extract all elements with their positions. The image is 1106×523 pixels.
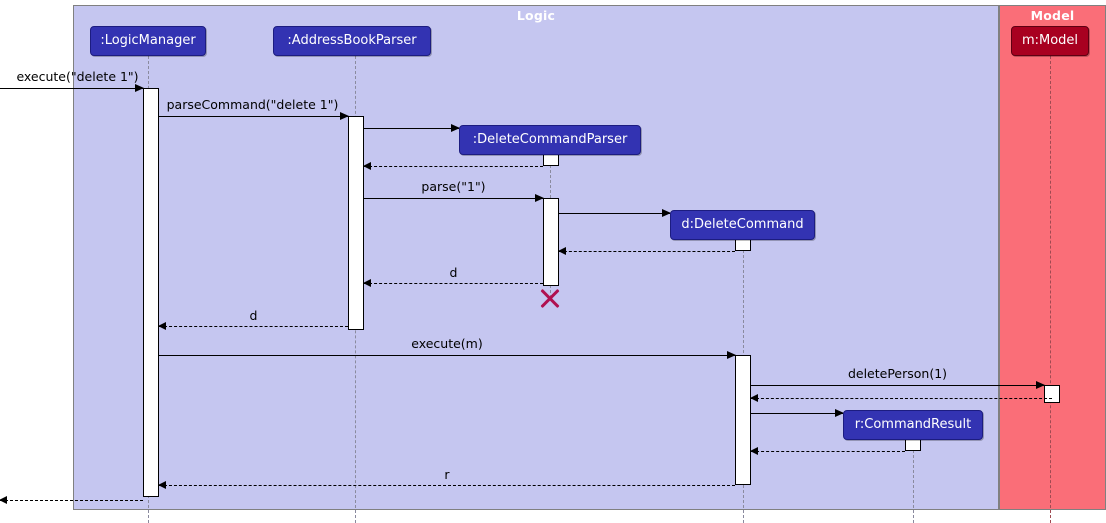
message-return-delete-command-arrowhead [558, 247, 566, 255]
participant-delete-command[interactable]: d:DeleteCommand [670, 210, 815, 240]
message-return-d-to-parser-label: d [449, 265, 458, 280]
participant-delete-command-parser[interactable]: :DeleteCommandParser [459, 125, 641, 155]
message-return-d-to-logic-manager-arrowhead [158, 322, 166, 330]
message-parse-command-arrowhead [340, 112, 349, 120]
participant-logic-manager[interactable]: :LogicManager [90, 26, 206, 56]
message-return-final-line [0, 500, 143, 501]
lifeline-model [1050, 56, 1051, 523]
message-parse-1-line [364, 198, 543, 199]
message-return-delete-command-parser-line [364, 166, 543, 167]
message-parse-command-label: parseCommand("delete 1") [166, 97, 339, 112]
message-parse-1-arrowhead [535, 194, 544, 202]
message-create-command-result-arrowhead [835, 409, 844, 417]
message-return-r-arrowhead [158, 481, 166, 489]
message-return-delete-command-line [559, 251, 735, 252]
message-execute-m-label: execute(m) [411, 336, 483, 351]
message-execute-m-line [159, 355, 735, 356]
message-execute-delete-1-line [0, 88, 143, 89]
message-execute-delete-1-label: execute("delete 1") [16, 69, 139, 84]
message-return-delete-command-parser-arrowhead [363, 162, 371, 170]
message-return-d-to-logic-manager-line [159, 326, 348, 327]
model-package: Model [999, 5, 1106, 510]
message-return-final-arrowhead [0, 496, 7, 504]
message-return-command-result-line [751, 451, 905, 452]
message-create-delete-command-parser-arrowhead [451, 124, 460, 132]
message-return-d-to-parser-line [364, 283, 543, 284]
message-return-d-to-logic-manager-label: d [249, 308, 258, 323]
message-parse-command-line [159, 116, 348, 117]
logic-package-title: Logic [516, 8, 556, 23]
message-delete-person-line [751, 385, 1044, 386]
message-parse-1-label: parse("1") [421, 179, 486, 194]
message-create-delete-command-line [559, 213, 670, 214]
message-return-delete-person-line [751, 398, 1052, 399]
message-create-delete-command-parser-line [364, 128, 459, 129]
message-return-command-result-arrowhead [750, 447, 758, 455]
message-delete-person-arrowhead [1036, 381, 1045, 389]
activation-delete-command-execute [735, 355, 751, 485]
message-create-delete-command-arrowhead [662, 209, 671, 217]
lifeline-command-result [913, 440, 914, 523]
activation-model-delete-person [1044, 385, 1060, 403]
activation-delete-command-parser-parse [543, 198, 559, 286]
message-return-r-label: r [444, 467, 450, 482]
message-create-command-result-line [751, 413, 843, 414]
message-execute-delete-1-arrowhead [135, 84, 144, 92]
activation-logic-manager [143, 88, 159, 497]
participant-command-result[interactable]: r:CommandResult [843, 410, 983, 440]
destroy-delete-command-parser [538, 286, 562, 310]
model-package-title: Model [1030, 8, 1075, 23]
message-return-d-to-parser-arrowhead [363, 279, 371, 287]
activation-address-book-parser [348, 116, 364, 330]
participant-model[interactable]: m:Model [1011, 26, 1089, 56]
message-return-delete-person-arrowhead [750, 394, 758, 402]
message-return-r-line [159, 485, 735, 486]
participant-address-book-parser[interactable]: :AddressBookParser [273, 26, 431, 56]
message-execute-m-arrowhead [727, 351, 736, 359]
message-delete-person-label: deletePerson(1) [847, 366, 948, 381]
